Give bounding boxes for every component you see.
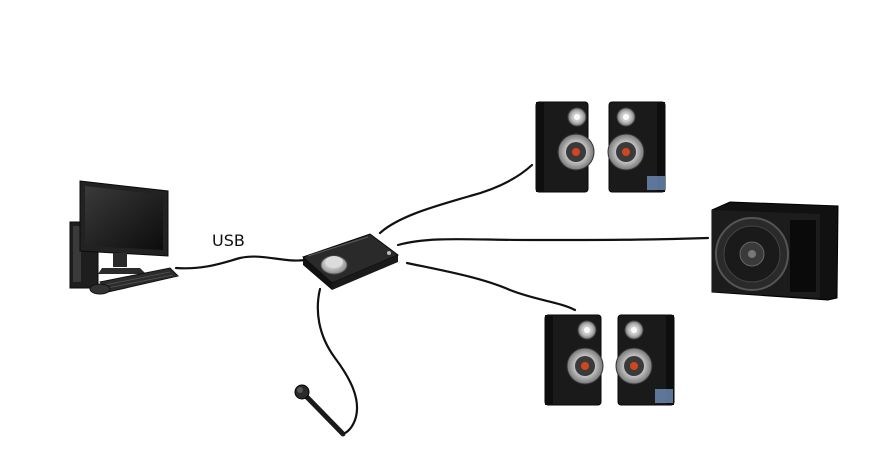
cables <box>174 163 710 436</box>
usb-connection-label: USB <box>212 231 245 250</box>
front-speaker-cable <box>378 163 534 235</box>
front-right-speaker <box>607 101 666 193</box>
rear-speaker-cable <box>405 261 577 312</box>
microphone-icon <box>294 384 346 437</box>
subwoofer-cable <box>396 236 710 247</box>
desktop-computer-icon <box>69 180 179 295</box>
speaker-pair-icon <box>535 101 666 193</box>
speaker-pair-icon <box>544 314 675 406</box>
rear-right-speaker <box>615 314 675 406</box>
front-left-speaker <box>535 101 595 193</box>
computer-mouse <box>89 283 111 295</box>
usb-cable <box>174 255 307 270</box>
usb-sound-card-icon <box>302 233 399 290</box>
microphone-cable <box>316 287 359 436</box>
subwoofer-icon <box>711 201 839 301</box>
rear-left-speaker <box>544 314 604 406</box>
